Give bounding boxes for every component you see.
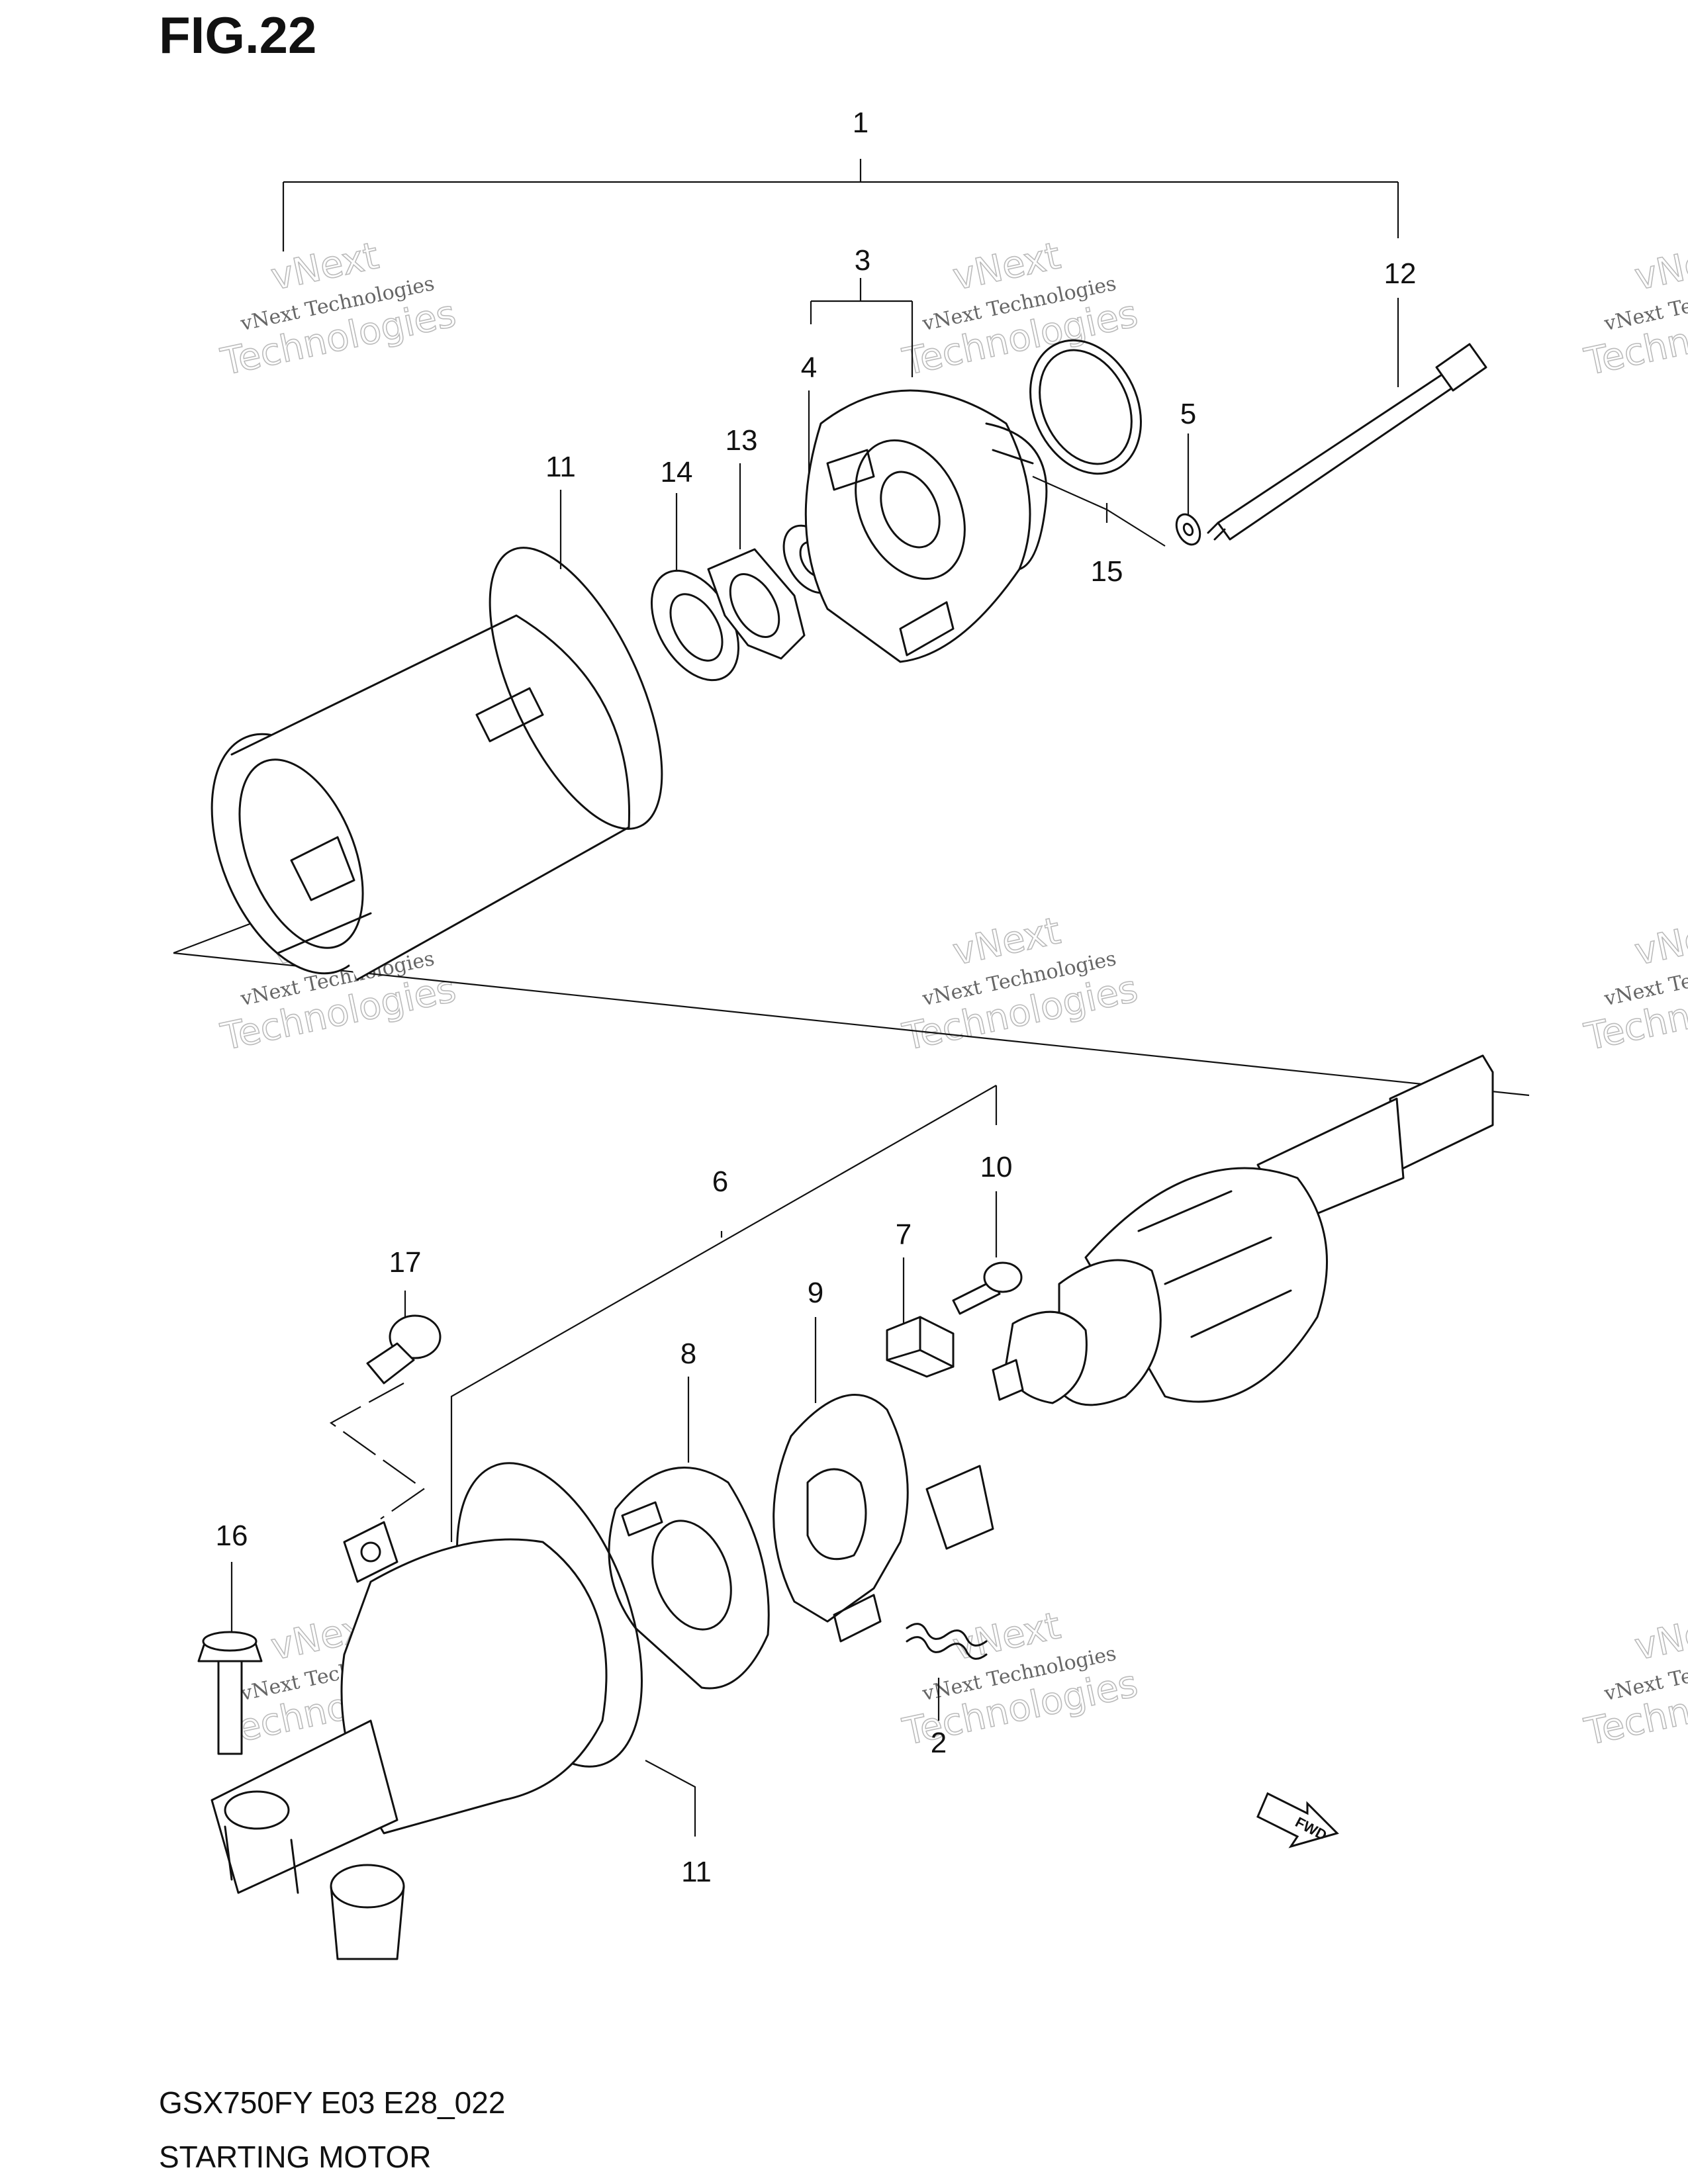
- washer-13: [707, 548, 806, 660]
- o-ring-15: [1029, 339, 1142, 475]
- yoke-housing: [211, 547, 663, 981]
- callout-1: 1: [853, 107, 868, 139]
- callout-labels: 1 3 12 4 13 14 11 5 15 10 6 7 17 9 8 16 …: [216, 107, 1417, 1888]
- long-bolt-12: [1207, 343, 1487, 541]
- end-cover-3: [804, 389, 1048, 663]
- watermark: vNext vNext Technologies Technologies: [898, 1604, 1142, 1754]
- watermark-text-vnext: vNext: [1631, 234, 1688, 299]
- watermark: vNext vNext Technologies Technologies: [898, 909, 1142, 1060]
- watermark: vNext vNext Technologies Technologies: [1580, 909, 1688, 1060]
- callout-2: 2: [931, 1727, 947, 1759]
- watermark: vNext vNext Technologies Technologies: [1580, 234, 1688, 385]
- screw-10: [952, 1261, 1023, 1315]
- brush-plate-8: [608, 1467, 770, 1690]
- watermark-text-vnext: vNext: [1631, 909, 1688, 974]
- leader-lines: [173, 159, 1530, 1837]
- callout-13: 13: [726, 424, 758, 457]
- figure-title: FIG.22: [159, 6, 317, 64]
- cap-17: [366, 1314, 442, 1385]
- watermark-text-vnext: vNext: [1631, 1604, 1688, 1669]
- armature: [992, 1054, 1494, 1406]
- callout-8: 8: [680, 1338, 696, 1370]
- callout-16: 16: [216, 1520, 248, 1552]
- callout-14: 14: [661, 456, 693, 488]
- end-housing: [211, 1462, 643, 1960]
- brush-holder-9: [773, 1394, 994, 1643]
- fwd-direction-arrow: FWD: [1256, 1792, 1339, 1848]
- brush-7: [886, 1316, 955, 1378]
- callout-17: 17: [389, 1246, 422, 1279]
- callout-10: 10: [980, 1151, 1013, 1183]
- callout-3: 3: [855, 244, 870, 277]
- callout-5: 5: [1180, 398, 1196, 430]
- washer-5: [1175, 513, 1201, 546]
- callout-11-top: 11: [545, 451, 576, 483]
- callout-4: 4: [801, 351, 817, 384]
- callout-11-bottom: 11: [681, 1856, 712, 1888]
- callout-12: 12: [1384, 257, 1417, 290]
- callout-7: 7: [896, 1218, 912, 1251]
- watermark: vNext vNext Technologies Technologies: [898, 234, 1142, 385]
- callout-15: 15: [1091, 555, 1123, 588]
- bolt-16: [197, 1631, 263, 1755]
- callout-6: 6: [712, 1165, 728, 1198]
- figure-name: STARTING MOTOR: [159, 2140, 432, 2174]
- callout-9: 9: [808, 1277, 823, 1309]
- watermark: vNext vNext Technologies Technologies: [1580, 1604, 1688, 1754]
- model-code: GSX750FY E03 E28_022: [159, 2085, 506, 2120]
- spring-2: [906, 1623, 988, 1660]
- watermark: vNext vNext Technologies Technologies: [216, 234, 460, 385]
